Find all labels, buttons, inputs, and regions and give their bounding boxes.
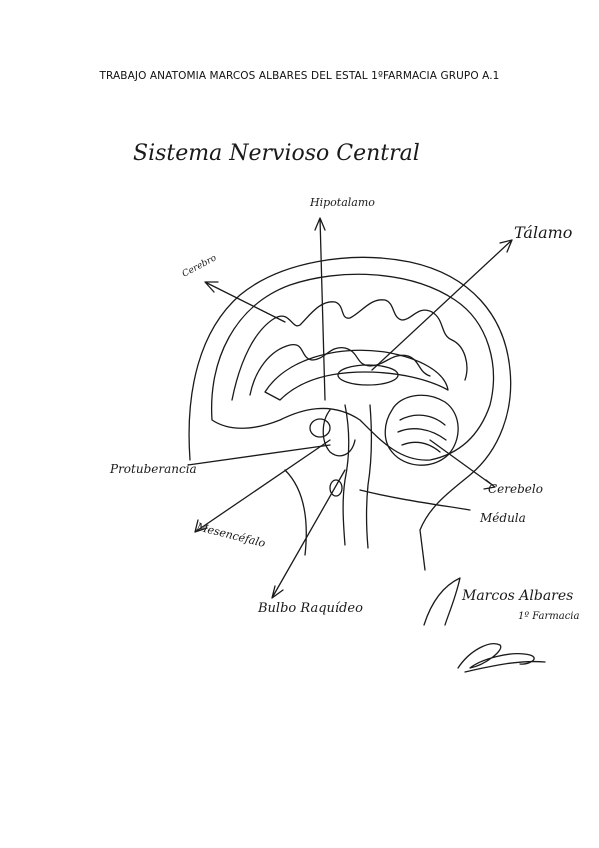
pons [322,409,356,457]
brainstem [342,404,372,549]
label-talamo: Tálamo [514,223,572,242]
neck-back [284,469,307,556]
arrow-protuberancia [187,444,331,466]
arrow-cerebro [204,281,286,323]
diagram-title: Sistema Nervioso Central [133,141,420,166]
label-medula: Médula [479,511,526,525]
label-cerebro: Cerebro [181,253,219,280]
label-protuberancia: Protuberancia [109,462,197,476]
label-cerebelo: Cerebelo [488,482,543,496]
arrow-cerebelo [429,439,496,490]
gyri-inner [249,344,431,396]
head-outline [188,256,512,571]
signature-m-stroke [423,577,461,626]
label-mesencefalo: Mesencéfalo [194,520,267,550]
arrow-hipotalamo [314,217,326,401]
label-hipotalamo: Hipotalamo [309,196,375,209]
cerebellum-folds [397,414,447,453]
gyri [231,299,468,401]
thalamus [337,364,399,386]
midbrain-bulb [329,479,343,497]
arrow-mesencefalo [194,439,331,533]
signature-course: 1º Farmacia [518,611,579,622]
arrow-talamo [371,239,513,371]
arrow-bulbo [271,469,346,599]
cerebellum [384,394,459,466]
signature-name: Marcos Albares [461,588,573,604]
brain-outline [210,273,495,461]
label-bulbo: Bulbo Raquídeo [257,601,363,616]
signature-scribble [457,643,546,673]
arrow-medula [359,489,471,511]
page-header: TRABAJO ANATOMIA MARCOS ALBARES DEL ESTA… [99,70,500,82]
hypophysis [309,418,331,438]
